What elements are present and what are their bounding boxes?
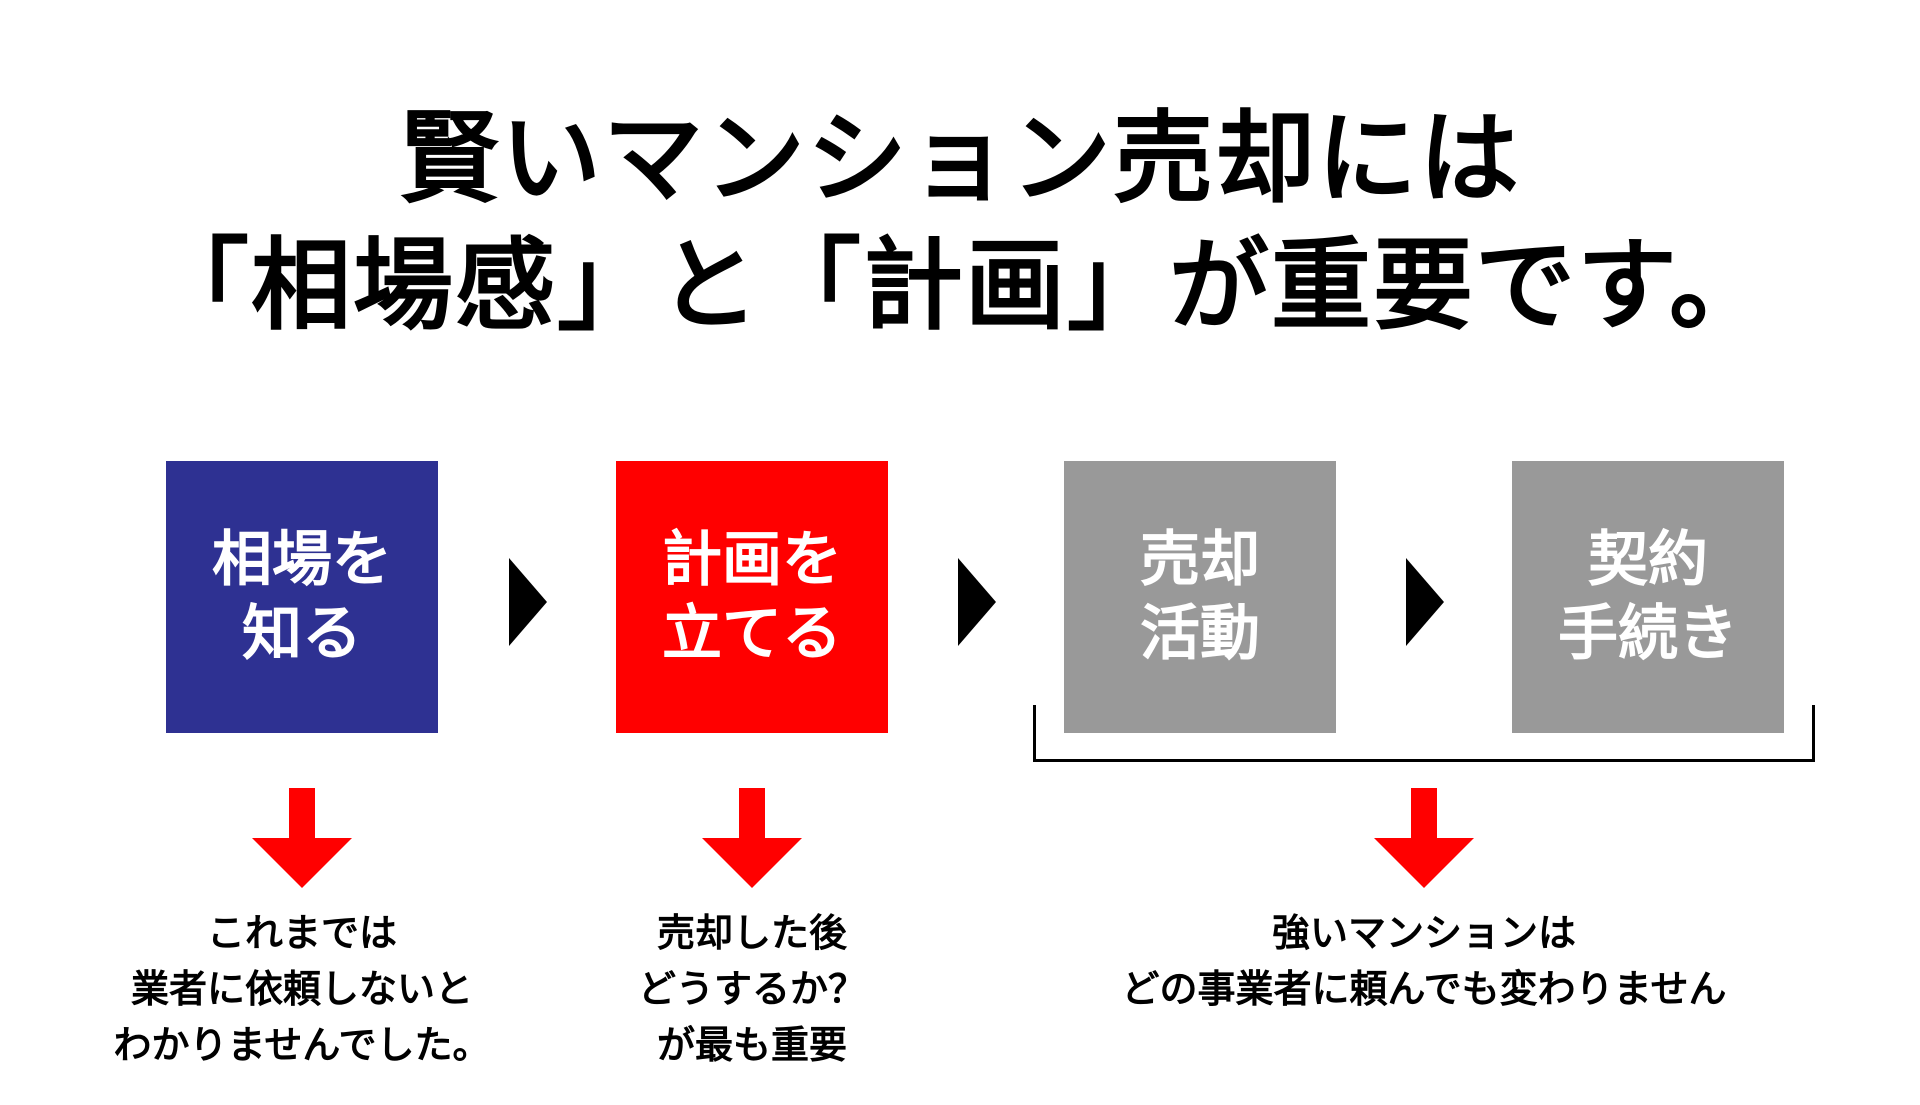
step-box-contract: 契約 手続き	[1512, 461, 1784, 733]
note-1-line-1: これまでは	[206, 911, 397, 955]
note-market: これまでは 業者に依頼しないと わかりませんでした。	[72, 905, 532, 1073]
step-1-line-1: 相場を	[212, 525, 392, 595]
step-box-sales-activity: 売却 活動	[1064, 461, 1336, 733]
down-arrow-icon	[252, 788, 352, 888]
note-2-line-1: 売却した後	[656, 911, 847, 955]
step-2-line-1: 計画を	[662, 525, 842, 595]
triangle-arrow-icon	[958, 558, 996, 646]
step-3-line-2: 活動	[1140, 599, 1260, 669]
group-bracket	[1033, 705, 1815, 762]
triangle-arrow-icon	[1406, 558, 1444, 646]
title-line-1: 賢いマンション売却には	[399, 100, 1521, 217]
note-3-line-1: 強いマンションは	[1271, 911, 1576, 955]
step-4-line-1: 契約	[1588, 525, 1708, 595]
step-3-line-1: 売却	[1140, 525, 1260, 595]
step-box-know-market: 相場を 知る	[166, 461, 438, 733]
step-1-line-2: 知る	[242, 599, 362, 669]
down-arrow-icon	[702, 788, 802, 888]
down-arrow-icon	[1374, 788, 1474, 888]
note-1-line-2: 業者に依頼しないと	[130, 967, 473, 1011]
triangle-arrow-icon	[509, 558, 547, 646]
note-3-line-2: どの事業者に頼んでも変わりません	[1121, 967, 1727, 1011]
step-box-make-plan: 計画を 立てる	[616, 461, 888, 733]
step-2-line-2: 立てる	[662, 599, 842, 669]
note-1-line-3: わかりませんでした。	[113, 1023, 491, 1067]
note-2-line-3: が最も重要	[656, 1023, 847, 1067]
step-4-line-2: 手続き	[1558, 599, 1738, 669]
title-line-2: 「相場感」と「計画」が重要です。	[149, 227, 1771, 344]
note-sales: 強いマンションは どの事業者に頼んでも変わりません	[1044, 905, 1804, 1017]
note-2-line-2: どうするか？	[637, 967, 866, 1011]
note-plan: 売却した後 どうするか？ が最も重要	[572, 905, 932, 1073]
page-title: 賢いマンション売却には 「相場感」と「計画」が重要です。	[0, 95, 1920, 349]
